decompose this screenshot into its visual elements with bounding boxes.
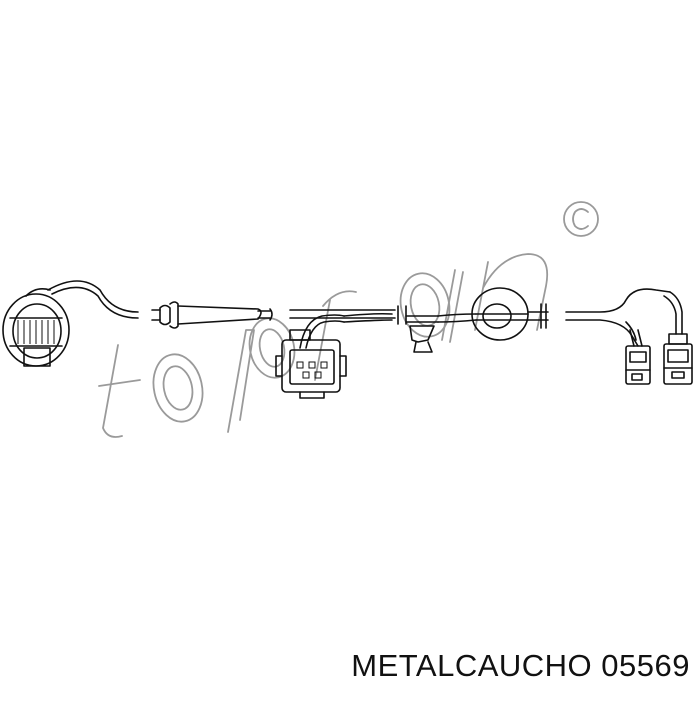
cable-segment-3	[565, 288, 671, 313]
copyright-icon	[563, 201, 599, 237]
plug-connector-left	[625, 345, 651, 385]
watermark-letter-o	[152, 353, 204, 423]
branch-cable	[299, 314, 345, 349]
watermark-letter-n	[474, 253, 549, 331]
wheel-sensor-head	[2, 288, 70, 367]
watermark-letter-a	[399, 272, 451, 338]
plug-connector-right	[663, 333, 693, 385]
cable-segment-1	[47, 280, 139, 313]
mounting-clip	[397, 305, 477, 353]
part-number-caption: METALCAUCHO 05569	[351, 648, 690, 683]
multi-pin-connector	[275, 329, 347, 399]
ring-grommet	[471, 287, 549, 341]
watermark-letter-t	[98, 344, 141, 438]
watermark-letter-p	[227, 329, 255, 433]
cable-grommet	[151, 301, 273, 329]
